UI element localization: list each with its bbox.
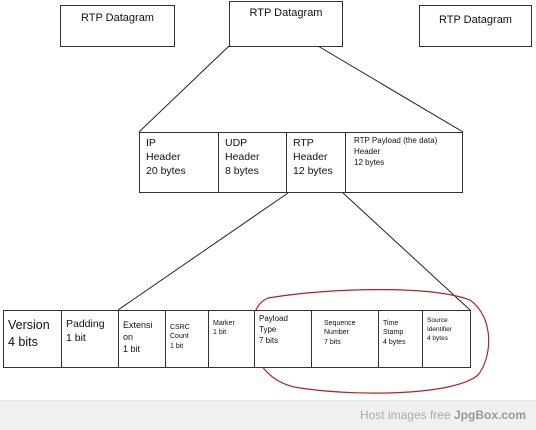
datagram-box-center: RTP Datagram bbox=[229, 1, 343, 47]
watermark-prefix: Host images free bbox=[359, 408, 454, 422]
zoom-line-left-top bbox=[138, 45, 230, 133]
watermark-brand: JpgBox.com bbox=[453, 408, 526, 422]
rtp-header-fields: Version 4 bits Padding 1 bit Extensi on … bbox=[3, 310, 471, 368]
rtp-payload-cell: RTP Payload (the data) Header 12 bytes bbox=[345, 133, 464, 192]
field-version: Version 4 bits bbox=[8, 318, 50, 349]
field-time-stamp: Time Stamp 4 bytes bbox=[378, 311, 422, 367]
zoom-line-right-bottom bbox=[342, 192, 471, 311]
field-sequence-number: Sequence Number 7 bits bbox=[311, 311, 378, 367]
udp-header-cell: UDP Header 8 bytes bbox=[218, 133, 286, 192]
watermark-footer: Host images free JpgBox.com bbox=[0, 400, 536, 430]
field-source-identifier: Source Identifier 4 bytes bbox=[422, 311, 472, 367]
field-csrc-count: CSRC Count 1 bit bbox=[165, 311, 208, 367]
rtp-header-cell: RTP Header 12 bytes bbox=[286, 133, 345, 192]
ip-header-cell: IP Header 20 bytes bbox=[146, 137, 186, 178]
datagram-label: RTP Datagram bbox=[81, 12, 154, 24]
zoom-line-right-top bbox=[317, 45, 464, 133]
datagram-label: RTP Datagram bbox=[439, 14, 512, 26]
packet-structure: IP Header 20 bytes UDP Header 8 bytes RT… bbox=[139, 132, 463, 193]
datagram-box-left: RTP Datagram bbox=[60, 5, 175, 47]
field-payload-type: Payload Type 7 bits bbox=[254, 311, 311, 367]
watermark-text[interactable]: Host images free JpgBox.com bbox=[360, 408, 526, 422]
datagram-box-right: RTP Datagram bbox=[419, 5, 532, 47]
field-extension: Extensi on 1 bit bbox=[118, 311, 165, 367]
field-padding: Padding 1 bit bbox=[61, 311, 118, 367]
field-marker: Marker 1 bit bbox=[208, 311, 254, 367]
zoom-line-left-bottom bbox=[117, 192, 289, 311]
datagram-label: RTP Datagram bbox=[249, 7, 323, 19]
